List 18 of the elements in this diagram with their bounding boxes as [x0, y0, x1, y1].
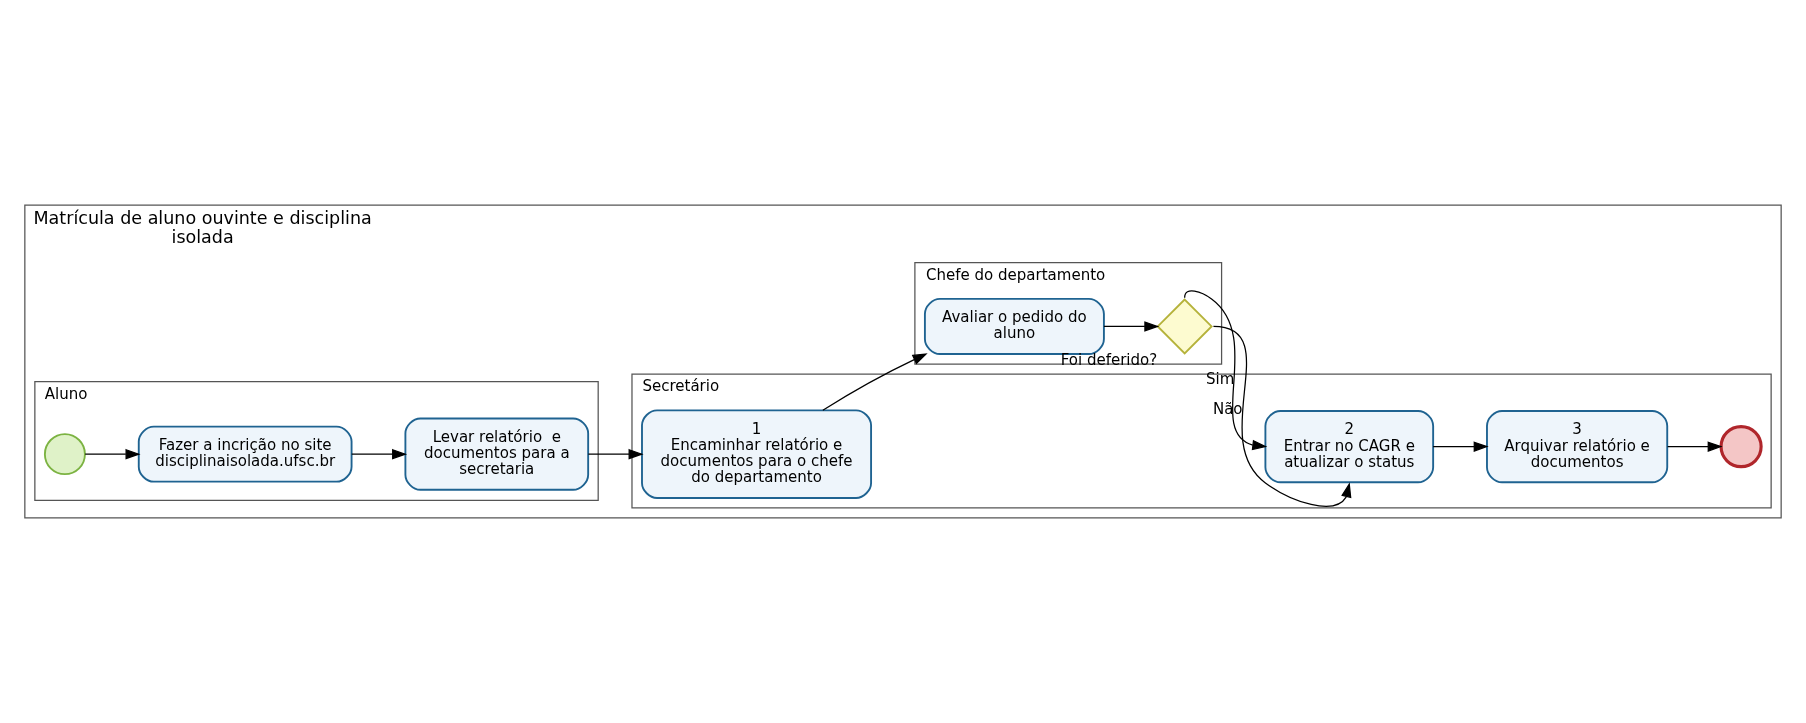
arrow	[1103, 321, 1160, 332]
node-box: 3 Arquivar relatório e documentos	[1486, 410, 1669, 484]
arrow	[84, 448, 141, 460]
node-diamond	[1156, 298, 1213, 355]
arrow	[351, 448, 408, 460]
arrow	[1212, 325, 1352, 507]
node-box: 1 Encaminhar relatório e documentos para o chefe do departamento	[641, 409, 873, 499]
node-circle	[1719, 425, 1763, 469]
arrow	[1666, 441, 1723, 452]
node-circle	[43, 433, 86, 476]
arrow	[1432, 441, 1489, 452]
arrow	[822, 353, 928, 411]
node-box: Fazer a incrição no site disciplinaisolada.ufsc.br	[137, 425, 353, 483]
arrow	[1184, 290, 1268, 451]
node-box: 2 Entrar no CAGR e atualizar o status	[1264, 410, 1435, 484]
edge-label: Sim	[1205, 370, 1235, 389]
node-box: Levar relatório e documentos para a secretaria	[404, 417, 590, 491]
arrow	[587, 448, 644, 460]
